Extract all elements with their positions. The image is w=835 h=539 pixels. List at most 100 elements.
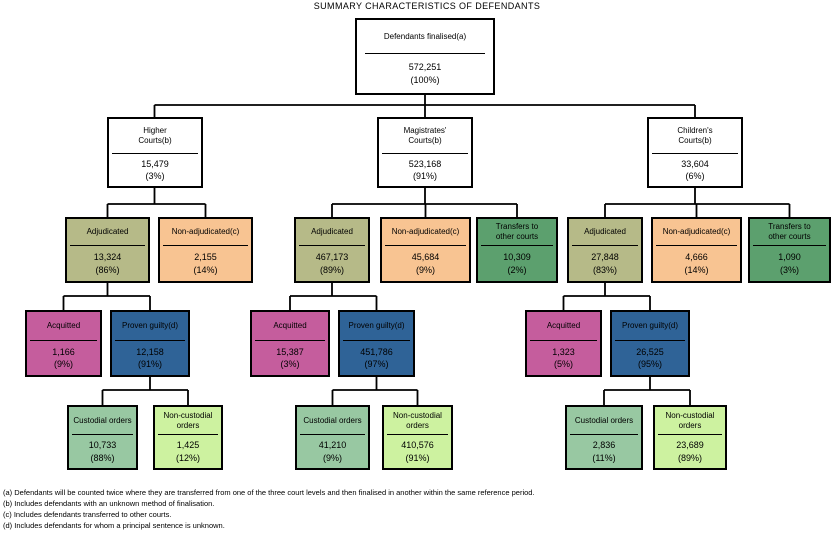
node-value: 15,479 <box>141 158 169 169</box>
node-value: 26,525 <box>636 346 664 357</box>
footnote-d: (d) Includes defendants for whom a princ… <box>3 521 225 530</box>
node-value: 1,425 <box>176 440 200 451</box>
node-magistrates-adjudicated: Adjudicated 467,173 (89%) <box>294 217 370 283</box>
divider <box>158 434 218 435</box>
node-defendants-finalised: Defendants finalised(a) 572,251 (100%) <box>355 18 495 95</box>
footnote-b: (b) Includes defendants with an unknown … <box>3 499 215 508</box>
divider <box>652 153 738 154</box>
node-childrens-acquitted: Acquitted 1,323 (5%) <box>525 310 602 377</box>
node-label: Custodial orders <box>574 415 634 425</box>
node-label: Higher Courts(b) <box>138 126 172 145</box>
divider <box>387 434 448 435</box>
node-label: Non-custodial orders <box>665 410 715 430</box>
node-magistrates-acquitted: Acquitted 15,387 (3%) <box>250 310 330 377</box>
footnote-a: (a) Defendants will be counted twice whe… <box>3 488 535 497</box>
node-percent: (9%) <box>415 264 435 275</box>
node-percent: (9%) <box>322 452 342 463</box>
node-value: 10,733 <box>88 440 117 451</box>
node-percent: (3%) <box>779 264 799 275</box>
chart-title: SUMMARY CHARACTERISTICS OF DEFENDANTS <box>313 1 541 11</box>
node-magistrates-proven-guilty: Proven guilty(d) 451,786 (97%) <box>338 310 415 377</box>
node-value: 41,210 <box>318 440 347 451</box>
node-label: Adjudicated <box>311 227 353 236</box>
node-label: Magistrates' Courts(b) <box>403 126 447 145</box>
divider <box>656 245 737 246</box>
node-percent: (89%) <box>677 452 702 463</box>
node-value: 13,324 <box>93 252 122 263</box>
node-percent: (3%) <box>280 359 300 369</box>
node-value: 12,158 <box>136 346 164 357</box>
divider <box>112 153 198 154</box>
node-label: Non-adjudicated(c) <box>391 227 460 236</box>
node-label: Transfers to other courts <box>768 222 811 241</box>
node-value: 10,309 <box>503 252 531 263</box>
node-higher-acquitted: Acquitted 1,166 (9%) <box>25 310 102 377</box>
node-higher-non-custodial-orders: Non-custodial orders 1,425 (12%) <box>153 405 223 470</box>
node-value: 23,689 <box>676 440 704 451</box>
divider <box>70 245 145 246</box>
node-label: Adjudicated <box>584 227 626 236</box>
node-percent: (14%) <box>193 264 218 275</box>
node-value: 1,166 <box>52 346 75 357</box>
divider <box>365 53 485 54</box>
node-label: Children's Courts(b) <box>677 126 713 145</box>
divider <box>300 434 365 435</box>
node-percent: (95%) <box>637 359 662 369</box>
node-value: 1,323 <box>552 346 575 357</box>
divider <box>572 245 638 246</box>
divider <box>343 340 410 341</box>
node-label: Non-adjudicated(c) <box>171 227 240 236</box>
node-magistrates-courts: Magistrates' Courts(b) 523,168 (91%) <box>377 117 473 188</box>
divider <box>753 245 826 246</box>
node-percent: (100%) <box>410 74 440 85</box>
divider <box>615 340 685 341</box>
node-label: Custodial orders <box>303 415 362 425</box>
node-value: 27,848 <box>591 252 619 263</box>
node-label: Proven guilty(d) <box>621 321 679 330</box>
node-value: 410,576 <box>401 440 434 451</box>
node-value: 467,173 <box>315 252 349 263</box>
node-magistrates-non-custodial-orders: Non-custodial orders 410,576 (91%) <box>382 405 453 470</box>
divider <box>72 434 133 435</box>
node-percent: (11%) <box>592 452 616 463</box>
node-percent: (88%) <box>90 452 115 463</box>
node-value: 33,604 <box>681 158 709 169</box>
node-higher-courts: Higher Courts(b) 15,479 (3%) <box>107 117 203 188</box>
node-label: Acquitted <box>46 321 81 330</box>
divider <box>382 153 468 154</box>
node-label: Non-adjudicated(c) <box>662 227 731 236</box>
node-percent: (14%) <box>684 264 709 275</box>
node-label: Non-custodial orders <box>163 410 213 430</box>
node-higher-non-adjudicated: Non-adjudicated(c) 2,155 (14%) <box>158 217 253 283</box>
node-percent: (91%) <box>405 452 430 463</box>
node-value: 451,786 <box>360 346 393 357</box>
node-percent: (2%) <box>507 264 527 275</box>
node-percent: (83%) <box>592 264 617 275</box>
divider <box>255 340 325 341</box>
node-childrens-non-adjudicated: Non-adjudicated(c) 4,666 (14%) <box>651 217 742 283</box>
divider <box>30 340 97 341</box>
footnotes: (a) Defendants will be counted twice whe… <box>3 487 535 531</box>
node-value: 2,155 <box>194 252 217 263</box>
node-value: 572,251 <box>408 62 442 73</box>
node-label: Adjudicated <box>86 227 129 236</box>
node-label: Transfers to other courts <box>495 222 539 241</box>
node-label: Custodial orders <box>73 415 132 425</box>
node-percent: (89%) <box>319 264 344 275</box>
node-magistrates-custodial-orders: Custodial orders 41,210 (9%) <box>295 405 370 470</box>
divider <box>163 245 248 246</box>
node-magistrates-transfers: Transfers to other courts 10,309 (2%) <box>476 217 558 283</box>
node-percent: (12%) <box>175 452 200 463</box>
node-childrens-courts: Children's Courts(b) 33,604 (6%) <box>647 117 743 188</box>
node-percent: (86%) <box>95 264 120 275</box>
node-childrens-proven-guilty: Proven guilty(d) 26,525 (95%) <box>610 310 690 377</box>
node-percent: (6%) <box>685 171 705 181</box>
footnote-c: (c) Includes defendants transferred to o… <box>3 510 172 519</box>
node-value: 15,387 <box>276 346 304 357</box>
divider <box>299 245 365 246</box>
divider <box>115 340 185 341</box>
node-childrens-adjudicated: Adjudicated 27,848 (83%) <box>567 217 643 283</box>
node-higher-proven-guilty: Proven guilty(d) 12,158 (91%) <box>110 310 190 377</box>
